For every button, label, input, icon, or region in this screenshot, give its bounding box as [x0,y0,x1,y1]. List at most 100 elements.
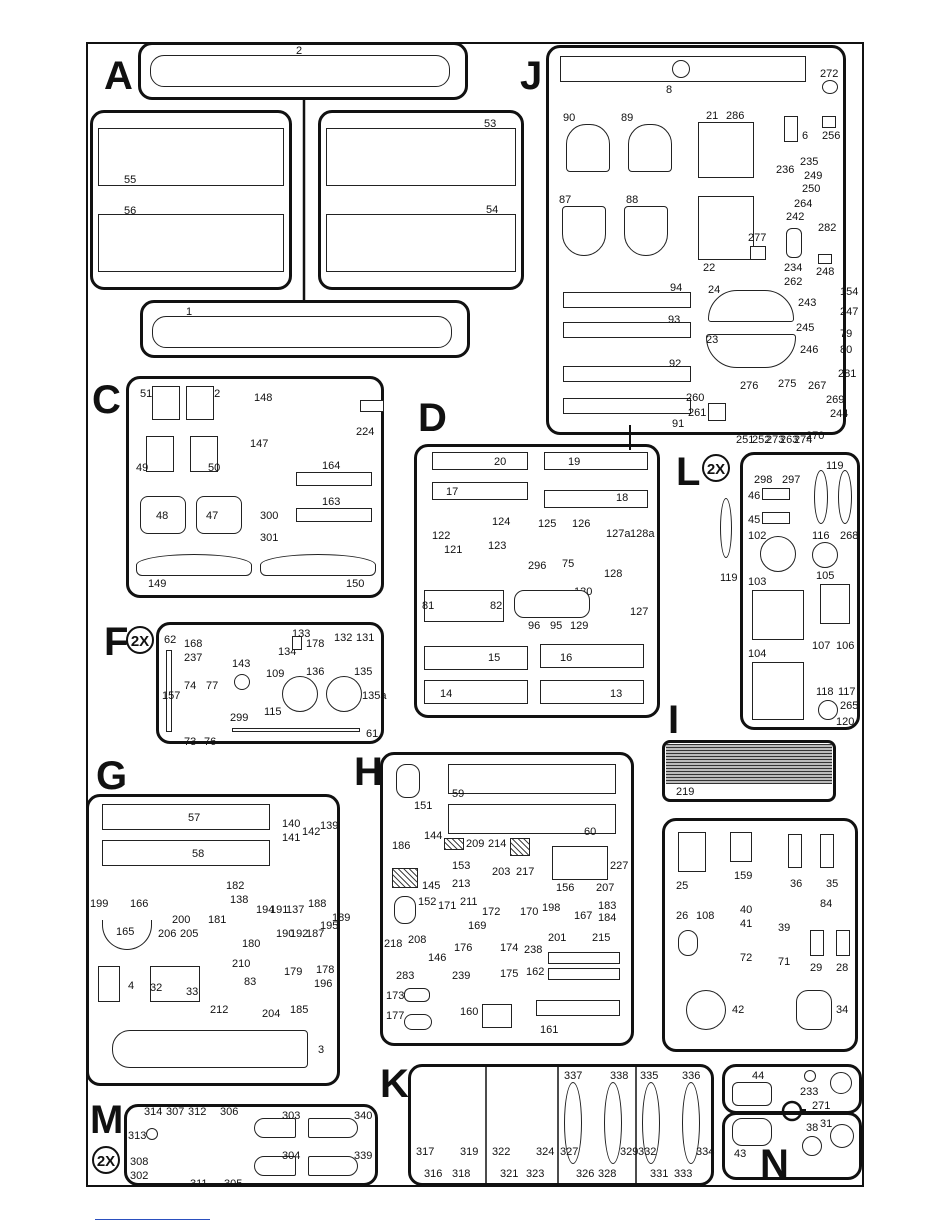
part-145: 145 [422,880,441,892]
part-141: 141 [282,832,301,844]
part-105: 105 [816,570,835,582]
part-250: 250 [802,183,821,195]
part-43: 43 [734,1148,747,1160]
part-13: 13 [610,688,623,700]
part-283: 283 [396,970,415,982]
sprue-c-frame [126,376,384,598]
part-177: 177 [386,1010,405,1022]
part-118: 118 [816,686,834,698]
part-148: 148 [254,392,273,404]
part-93: 93 [668,314,681,326]
part-35-shape [820,834,834,868]
bomb-303-shape [254,1118,296,1138]
part-321: 321 [500,1168,519,1180]
part-212: 212 [210,1004,229,1016]
part-252: 252 [752,434,771,446]
part-296: 296 [528,560,547,572]
bomb-340-shape [308,1118,358,1138]
part-203: 203 [492,866,511,878]
part-54: 54 [486,204,499,216]
part-323: 323 [526,1168,545,1180]
part-59: 59 [452,788,465,800]
part-205: 205 [180,928,199,940]
part-91: 91 [672,418,685,430]
part-234-shape [786,228,802,258]
part-6-shape [784,116,798,142]
part-305: 305 [224,1178,243,1190]
part-178: 178 [306,638,325,650]
part-319: 319 [460,1146,479,1158]
part-224: 224 [356,426,375,438]
fuselage-half-1 [152,316,452,348]
part-49-shape [146,436,174,472]
part-17: 17 [446,486,459,498]
part-340: 340 [354,1110,373,1122]
sprue-g-frame [86,794,340,1086]
part-179: 179 [284,966,303,978]
part-248: 248 [816,266,835,278]
sprue-a-frame-right [318,110,524,290]
part-248-shape [818,254,832,264]
part-31-shape [830,1124,854,1148]
part-80: 80 [840,344,853,356]
part-91-shape [563,398,691,414]
part-162-shape [548,968,620,980]
part-34: 34 [836,1004,849,1016]
part-187: 187 [306,928,325,940]
part-28: 28 [836,962,849,974]
part-127a: 127a [606,528,631,540]
part-4-shape [98,966,120,1002]
multiplier-badge-m: 2X [92,1146,120,1174]
part-277: 277 [748,232,767,244]
part-105-shape [820,584,850,624]
part-92: 92 [669,358,682,370]
part-29: 29 [810,962,823,974]
part-175: 175 [500,968,519,980]
part-83: 83 [244,976,257,988]
part-299: 299 [230,712,249,724]
part-178-shape [292,636,302,650]
part-335: 335 [640,1070,659,1082]
part-138: 138 [230,894,249,906]
part-71: 71 [778,956,791,968]
part-46-shape [762,488,790,500]
part-170: 170 [520,906,539,918]
part-36: 36 [790,878,803,890]
part-172: 172 [482,906,501,918]
part-238: 238 [524,944,543,956]
part-159-shape [730,832,752,862]
part-147: 147 [250,438,269,450]
part-227: 227 [610,860,629,872]
wheel-135-shape [326,676,362,712]
part-119-a: 119 [826,460,844,472]
part-57: 57 [188,812,201,824]
part-17-shape [432,482,528,500]
part-233-shape [804,1070,816,1082]
propeller-blade-left [814,470,828,524]
part-8-hub [672,60,690,78]
part-196: 196 [314,978,333,990]
part-297: 297 [782,474,801,486]
part-322: 322 [492,1146,511,1158]
part-125: 125 [538,518,557,530]
part-271-shape [830,1072,852,1094]
part-31: 31 [820,1118,833,1130]
part-210: 210 [232,958,251,970]
part-171: 171 [438,900,457,912]
part-316: 316 [424,1168,443,1180]
part-268: 268 [840,530,859,542]
part-77: 77 [206,680,219,692]
part-237: 237 [184,652,203,664]
part-108: 108 [696,910,715,922]
part-44: 44 [752,1070,765,1082]
part-51-shape [152,386,180,420]
part-188: 188 [308,898,327,910]
sprue-i-frame [662,818,858,1052]
part-174: 174 [500,942,519,954]
wing-part-55 [98,128,284,186]
part-314: 314 [144,1106,163,1118]
part-242: 242 [786,211,805,223]
part-265: 265 [840,700,859,712]
part-246: 246 [800,344,819,356]
wing-part-54 [326,214,516,272]
